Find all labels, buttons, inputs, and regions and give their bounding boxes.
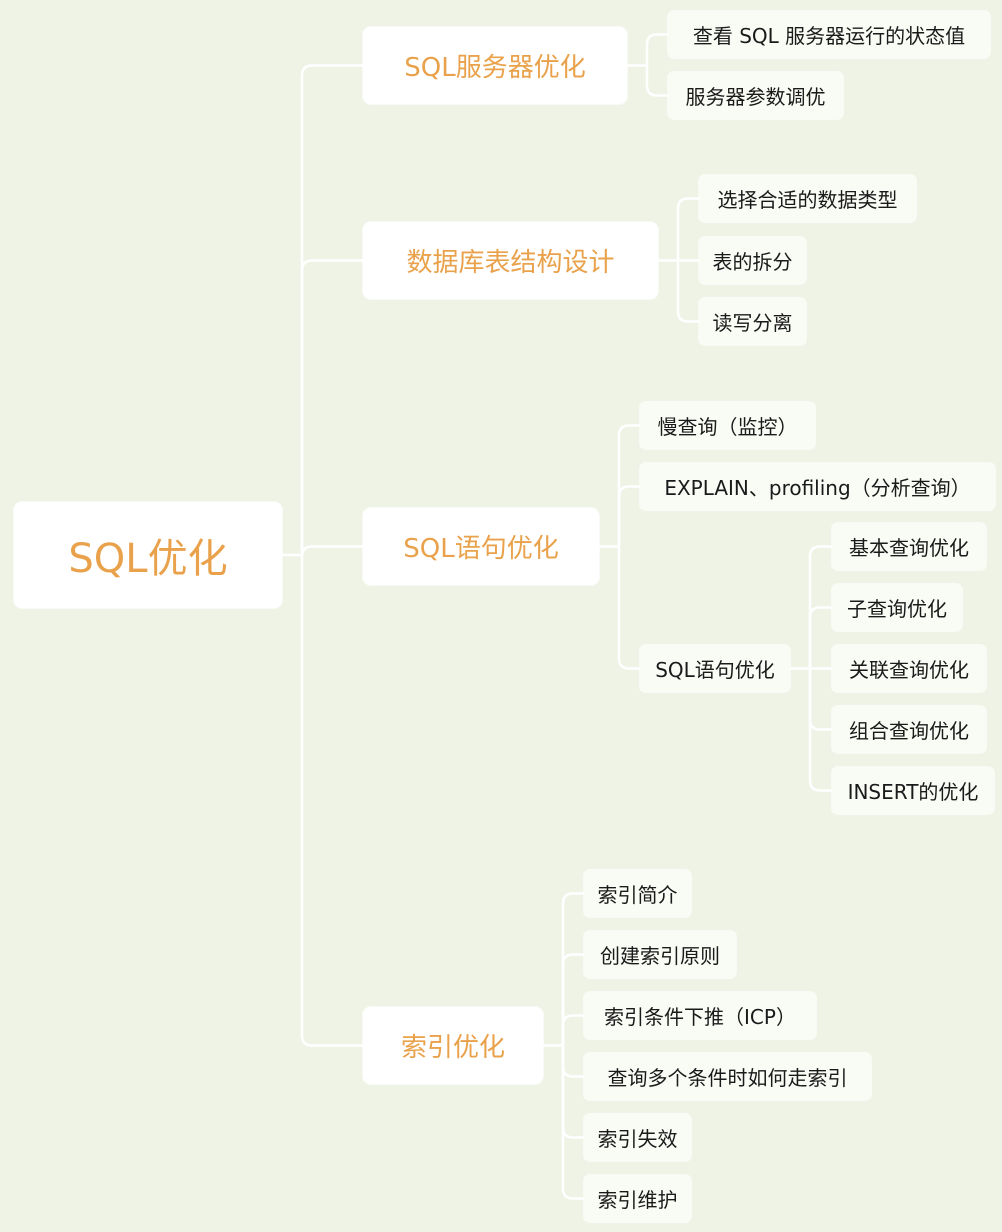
- connector-line: [561, 1045, 584, 1139]
- leaf-item-3-1-label: 创建索引原则: [600, 944, 720, 968]
- leaf-item-3-4-label: 索引失效: [597, 1127, 678, 1151]
- branch-item-1[interactable]: 数据库表结构设计: [363, 222, 658, 299]
- branch-sql-0-label: SQL服务器优化: [404, 53, 586, 83]
- leaf-item-1-1-label: 表的拆分: [712, 250, 793, 274]
- connector-line: [808, 668, 832, 792]
- leaf-item-3-4[interactable]: 索引失效: [584, 1114, 691, 1161]
- leaf-insert-2-2-4[interactable]: INSERT的优化: [832, 767, 994, 814]
- connector-line: [300, 555, 363, 1047]
- leaf-item-2-0-label: 慢查询（监控）: [657, 415, 798, 439]
- leaf-icp-3-2-label: 索引条件下推（ICP）: [604, 1005, 796, 1029]
- leaf-item-2-2-3[interactable]: 组合查询优化: [832, 706, 986, 753]
- leaf-item-3-0[interactable]: 索引简介: [584, 870, 691, 917]
- leaf-item-2-0[interactable]: 慢查询（监控）: [640, 402, 815, 449]
- branch-item-1-label: 数据库表结构设计: [406, 248, 615, 278]
- leaf-explain-profiling-2-1-label: EXPLAIN、profiling（分析查询）: [664, 476, 971, 500]
- connector-line: [561, 1014, 584, 1046]
- leaf-item-1-1[interactable]: 表的拆分: [699, 237, 806, 284]
- leaf-item-2-2-2[interactable]: 关联查询优化: [832, 645, 986, 692]
- connector-line: [676, 260, 699, 323]
- leaf-item-3-5[interactable]: 索引维护: [584, 1175, 691, 1222]
- connector-line: [617, 485, 640, 547]
- leaf-item-3-5-label: 索引维护: [597, 1188, 678, 1212]
- branch-sql-2[interactable]: SQL语句优化: [363, 508, 599, 585]
- connector-line: [617, 424, 640, 547]
- leaf-sql-2-2-label: SQL语句优化: [655, 658, 775, 682]
- branch-sql-0[interactable]: SQL服务器优化: [363, 27, 627, 104]
- leaf-sql-0-0[interactable]: 查看 SQL 服务器运行的状态值: [668, 11, 990, 58]
- connector-line: [561, 953, 584, 1046]
- branch-item-3-label: 索引优化: [400, 1033, 505, 1063]
- branch-item-3[interactable]: 索引优化: [363, 1007, 543, 1084]
- connector-line: [300, 64, 363, 555]
- root-node-label: SQL优化: [68, 536, 228, 582]
- root-node[interactable]: SQL优化: [14, 502, 282, 608]
- connector-line: [645, 65, 668, 97]
- leaf-item-2-2-0[interactable]: 基本查询优化: [832, 523, 986, 570]
- leaf-item-2-2-2-label: 关联查询优化: [849, 658, 969, 682]
- leaf-icp-3-2[interactable]: 索引条件下推（ICP）: [584, 992, 816, 1039]
- connector-line: [676, 197, 699, 261]
- connector-line: [645, 33, 668, 66]
- connector-line: [808, 668, 832, 731]
- leaf-item-1-2[interactable]: 读写分离: [699, 298, 806, 345]
- connector-line: [561, 892, 584, 1046]
- leaf-item-3-0-label: 索引简介: [597, 883, 678, 907]
- leaf-item-3-3[interactable]: 查询多个条件时如何走索引: [584, 1053, 871, 1100]
- branch-sql-2-label: SQL语句优化: [403, 534, 559, 564]
- leaf-item-3-1[interactable]: 创建索引原则: [584, 931, 736, 978]
- connector-line: [300, 545, 363, 557]
- leaf-item-2-2-0-label: 基本查询优化: [849, 536, 969, 560]
- connector-line: [300, 259, 363, 555]
- leaf-sql-2-2[interactable]: SQL语句优化: [640, 645, 790, 692]
- leaf-item-3-3-label: 查询多个条件时如何走索引: [607, 1066, 848, 1090]
- connector-line: [561, 1045, 584, 1200]
- leaf-item-1-0-label: 选择合适的数据类型: [717, 188, 898, 212]
- connector-line: [808, 606, 832, 669]
- leaf-item-2-2-1[interactable]: 子查询优化: [832, 584, 962, 631]
- leaf-explain-profiling-2-1[interactable]: EXPLAIN、profiling（分析查询）: [640, 463, 995, 510]
- connector-line: [808, 545, 832, 669]
- connector-line: [617, 546, 640, 670]
- leaf-item-1-2-label: 读写分离: [712, 311, 793, 335]
- leaf-item-0-1[interactable]: 服务器参数调优: [668, 72, 843, 119]
- connector-line: [561, 1045, 584, 1078]
- leaf-item-0-1-label: 服务器参数调优: [685, 85, 826, 109]
- leaf-item-1-0[interactable]: 选择合适的数据类型: [699, 175, 916, 222]
- leaf-sql-0-0-label: 查看 SQL 服务器运行的状态值: [692, 24, 966, 48]
- leaf-item-2-2-3-label: 组合查询优化: [849, 719, 969, 743]
- leaf-insert-2-2-4-label: INSERT的优化: [847, 780, 979, 804]
- leaf-item-2-2-1-label: 子查询优化: [847, 597, 947, 621]
